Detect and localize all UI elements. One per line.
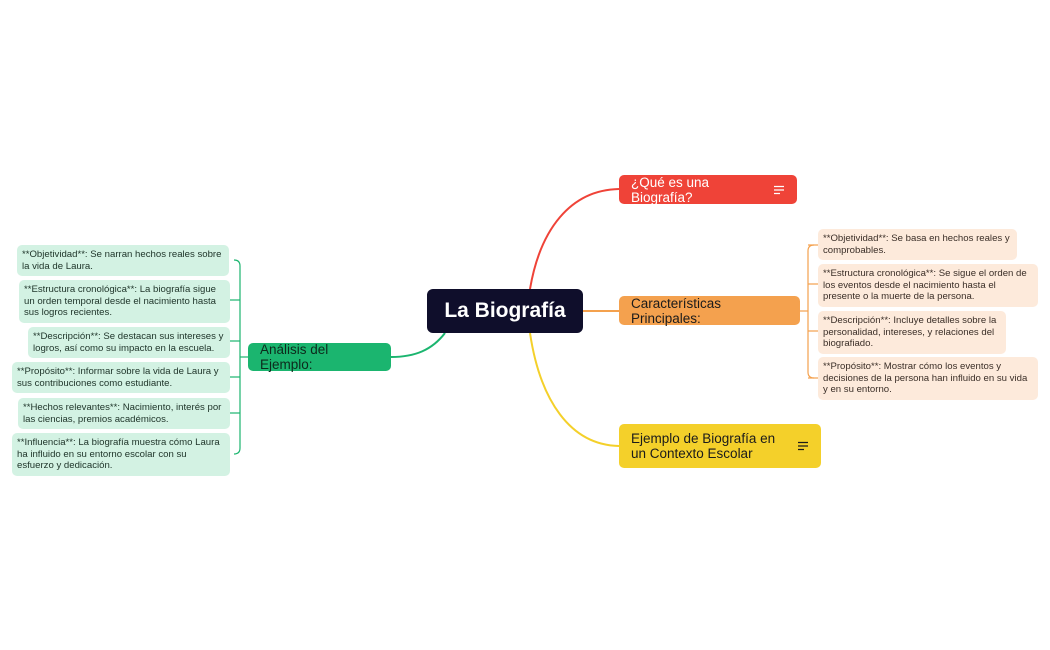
subtopic-label: **Objetividad**: Se basa en hechos reale… bbox=[823, 233, 1010, 256]
topic-caracteristicas-label: Características Principales: bbox=[631, 295, 722, 326]
central-topic[interactable]: La Biografía bbox=[427, 289, 583, 333]
topic-que-es-biografia[interactable]: ¿Qué es una Biografía? bbox=[619, 174, 797, 205]
topic-analisis-label: Análisis del Ejemplo: bbox=[260, 342, 329, 372]
analisis-bracket bbox=[230, 259, 248, 455]
subtopic-caracteristicas-1[interactable]: **Objetividad**: Se basa en hechos reale… bbox=[818, 229, 1017, 261]
subtopic-caracteristicas-2[interactable]: **Estructura cronológica**: Se sigue el … bbox=[818, 264, 1038, 307]
topic-ejemplo-label: Ejemplo de Biografía en un Contexto Esco… bbox=[631, 431, 776, 461]
connector-ejemplo bbox=[529, 332, 620, 447]
notes-icon[interactable] bbox=[797, 441, 809, 451]
subtopic-label: **Objetividad**: Se narran hechos reales… bbox=[22, 249, 222, 272]
subtopic-caracteristicas-4[interactable]: **Propósito**: Mostrar cómo los eventos … bbox=[818, 357, 1038, 400]
topic-analisis[interactable]: Análisis del Ejemplo: bbox=[248, 342, 391, 372]
subtopic-analisis-1[interactable]: **Objetividad**: Se narran hechos reales… bbox=[17, 245, 229, 277]
central-topic-label: La Biografía bbox=[444, 299, 566, 322]
subtopic-label: **Estructura cronológica**: La biografía… bbox=[24, 284, 216, 319]
subtopic-label: **Estructura cronológica**: Se sigue el … bbox=[823, 268, 1027, 303]
subtopic-label: **Descripción**: Se destacan sus interes… bbox=[33, 331, 224, 354]
subtopic-analisis-2[interactable]: **Estructura cronológica**: La biografía… bbox=[19, 280, 230, 323]
subtopic-analisis-3[interactable]: **Descripción**: Se destacan sus interes… bbox=[28, 327, 230, 359]
subtopic-label: **Influencia**: La biografía muestra cóm… bbox=[17, 437, 220, 472]
subtopic-label: **Hechos relevantes**: Nacimiento, inter… bbox=[23, 402, 222, 425]
connector-analisis bbox=[390, 332, 446, 358]
subtopic-caracteristicas-3[interactable]: **Descripción**: Incluye detalles sobre … bbox=[818, 311, 1006, 354]
topic-ejemplo[interactable]: Ejemplo de Biografía en un Contexto Esco… bbox=[619, 424, 821, 468]
topic-caracteristicas[interactable]: Características Principales: bbox=[619, 295, 800, 326]
subtopic-analisis-5[interactable]: **Hechos relevantes**: Nacimiento, inter… bbox=[18, 398, 230, 430]
subtopic-analisis-4[interactable]: **Propósito**: Informar sobre la vida de… bbox=[12, 362, 230, 394]
subtopic-label: **Descripción**: Incluye detalles sobre … bbox=[823, 315, 997, 350]
topic-que-label: ¿Qué es una Biografía? bbox=[631, 174, 710, 205]
subtopic-analisis-6[interactable]: **Influencia**: La biografía muestra cóm… bbox=[12, 433, 230, 476]
connector-que bbox=[529, 188, 620, 290]
caracteristicas-bracket bbox=[800, 244, 818, 379]
subtopic-label: **Propósito**: Informar sobre la vida de… bbox=[17, 366, 219, 389]
notes-icon[interactable] bbox=[773, 185, 785, 195]
subtopic-label: **Propósito**: Mostrar cómo los eventos … bbox=[823, 361, 1028, 396]
